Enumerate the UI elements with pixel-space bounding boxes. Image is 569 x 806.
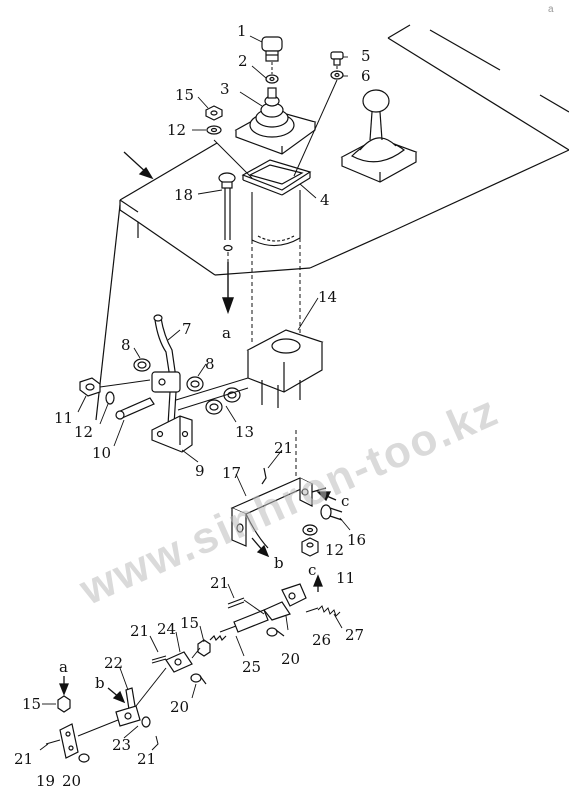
bracket-part-9 <box>151 415 193 453</box>
part-label-20a: 20 <box>281 650 300 668</box>
part-label-8a: 8 <box>121 336 131 354</box>
pin-part-21-lower <box>227 597 245 609</box>
bolt-part-20-left <box>190 673 207 685</box>
part-label-21d: 21 <box>137 750 156 768</box>
part-label-15c: 15 <box>22 695 41 713</box>
arrow-c-top <box>316 491 337 502</box>
bracket-part-14 <box>246 329 324 408</box>
nut-part-15-top <box>205 105 223 121</box>
arrow-b-lower <box>107 687 126 704</box>
part-label-15b: 15 <box>180 614 199 632</box>
part-label-3: 3 <box>220 80 230 98</box>
part-label-4: 4 <box>320 191 330 209</box>
bolt-part-16 <box>320 504 343 521</box>
plate-part-4 <box>241 159 312 196</box>
part-label-21c: 21 <box>130 622 149 640</box>
part-label-13: 13 <box>235 423 254 441</box>
part-label-18: 18 <box>174 186 193 204</box>
nut-part-15-bottom <box>57 695 71 713</box>
part-label-20b: 20 <box>170 698 189 716</box>
arrow-a-up <box>59 676 69 696</box>
arrow-b <box>251 537 270 558</box>
washer-part-23 <box>141 716 151 728</box>
part-label-12b: 12 <box>167 121 186 139</box>
part-label-1: 1 <box>237 22 247 40</box>
lever-part-7 <box>151 314 181 426</box>
part-label-10: 10 <box>92 444 111 462</box>
part-label-8b: 8 <box>205 355 215 373</box>
part-label-19: 19 <box>36 772 55 790</box>
bolt-part-20-bottom <box>78 753 90 763</box>
boot-part-3 <box>234 87 317 155</box>
part-label-16: 16 <box>347 531 366 549</box>
bolt-part-18 <box>218 172 236 252</box>
part-label-9: 9 <box>195 462 205 480</box>
bracket-part-17 <box>230 477 327 549</box>
part-label-6: 6 <box>361 67 371 85</box>
arrow-c-lower <box>313 574 323 592</box>
part-label-7: 7 <box>182 320 192 338</box>
bushing-part-8-right <box>186 376 204 392</box>
nut-part-15-mid <box>197 639 211 657</box>
arrow-a-down <box>222 262 234 315</box>
ref-letter-b-lower: b <box>95 674 105 692</box>
bolt-part-5 <box>330 51 344 66</box>
part-label-24: 24 <box>157 620 176 638</box>
pin-part-21-far-left <box>45 739 61 745</box>
part-label-27: 27 <box>345 626 364 644</box>
bolt-part-11-left <box>79 377 101 397</box>
part-label-26: 26 <box>312 631 331 649</box>
knob-part-1 <box>261 36 283 62</box>
nut-part-11-right <box>301 537 319 557</box>
housing-cylinder <box>251 190 301 247</box>
part-label-12a: 12 <box>74 423 93 441</box>
part-label-15a: 15 <box>175 86 194 104</box>
spring-part-27 <box>305 605 341 617</box>
nut-part-2 <box>265 74 279 84</box>
clevis-part-19 <box>59 723 79 759</box>
washer-part-12-top <box>206 125 222 135</box>
part-label-25: 25 <box>242 658 261 676</box>
pin-part-10 <box>115 397 155 420</box>
washer-part-12-left <box>105 391 115 405</box>
clevis-part-24 <box>165 651 193 673</box>
pin-part-21-mid <box>261 467 267 485</box>
part-label-11b: 11 <box>336 569 355 587</box>
part-label-21a: 21 <box>274 439 293 457</box>
pin-part-21-bottom <box>151 735 159 751</box>
leader-lines <box>39 35 351 751</box>
bolt-part-20-mid <box>266 627 285 637</box>
shaft-lines <box>99 377 249 411</box>
watermark-text: www.sinhron-too.kz <box>72 386 506 615</box>
ref-letter-a-bottom: a <box>59 658 68 676</box>
washer-part-12-right <box>302 524 318 536</box>
ref-letter-b-mid: b <box>274 554 284 572</box>
part-label-21b: 21 <box>210 574 229 592</box>
part-label-14: 14 <box>318 288 337 306</box>
corner-mark: a <box>548 4 554 15</box>
rod-part-25 <box>209 609 269 642</box>
part-label-17: 17 <box>222 464 241 482</box>
lever-part-22 <box>115 687 141 727</box>
washer-part-6 <box>330 70 344 80</box>
part-label-20c: 20 <box>62 772 81 790</box>
part-label-22: 22 <box>104 654 123 672</box>
part-label-21e: 21 <box>14 750 33 768</box>
part-label-12c: 12 <box>325 541 344 559</box>
part-label-23: 23 <box>112 736 131 754</box>
joystick-illustration <box>340 89 418 183</box>
ref-letter-c-lower: c <box>308 561 316 579</box>
clevis-part-26 <box>263 583 307 621</box>
ref-letter-a-top: a <box>222 324 231 342</box>
ref-letter-c-top: c <box>341 492 349 510</box>
linkage-lines <box>77 599 265 737</box>
pin-part-21-left <box>151 655 167 664</box>
part-label-2: 2 <box>238 52 248 70</box>
part-label-11a: 11 <box>54 409 73 427</box>
panel-arrow <box>123 151 154 180</box>
part-label-5: 5 <box>361 47 371 65</box>
bushing-part-8-left <box>133 358 151 372</box>
